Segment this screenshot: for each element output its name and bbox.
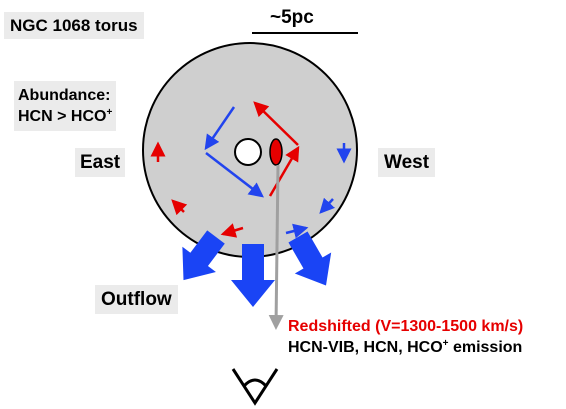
redshift-label: Redshifted (V=1300-1500 km/s) — [288, 318, 524, 335]
redshifted-emission-blob — [269, 138, 283, 166]
line-of-sight-arrow — [268, 164, 284, 330]
central-hole — [234, 138, 262, 166]
abundance-label: Abundance: HCN > HCO+ — [14, 81, 117, 131]
emission-label: HCN-VIB, HCN, HCO+ emission — [288, 338, 523, 357]
outflow-label: Outflow — [95, 285, 178, 314]
inner-blue-arrows — [204, 106, 264, 198]
lower-left-red-arrow — [171, 199, 188, 216]
bottom-red-arrow — [220, 223, 244, 238]
eye-icon — [231, 368, 279, 406]
abundance-ratio: HCN > HCO+ — [18, 107, 113, 126]
diagram-title: NGC 1068 torus — [4, 12, 144, 39]
abundance-heading: Abundance: — [18, 87, 111, 104]
west-label: West — [378, 148, 436, 177]
scale-label: ~5pc — [270, 7, 314, 28]
inner-red-arrows — [253, 101, 300, 197]
outflow-arrow-right — [288, 231, 332, 286]
bottom-blue-arrow — [285, 223, 309, 239]
outflow-arrow-left — [182, 230, 225, 281]
lower-right-blue-arrow — [319, 197, 335, 214]
outflow-arrow-center — [231, 244, 275, 307]
outflow-arrows — [182, 230, 332, 307]
east-label: East — [75, 148, 126, 177]
